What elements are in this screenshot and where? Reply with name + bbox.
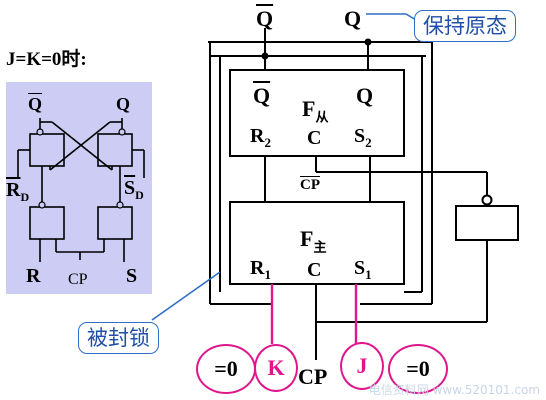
inset-sd: SD: [124, 177, 144, 202]
inset-inverter-bubbles: [36, 128, 126, 209]
slave-name: F从: [302, 96, 329, 126]
oval-eq0-left: =0: [196, 344, 256, 394]
inset-rd: RD: [6, 179, 30, 204]
inset-gate-bottom-right: [97, 206, 133, 240]
inset-s: S: [126, 265, 138, 287]
condition-label: J=K=0时:: [6, 49, 87, 70]
inset-background: [6, 82, 152, 294]
slave-q-bar: Q: [253, 83, 271, 108]
callout-hold-state: 保持原态: [414, 10, 516, 43]
slave-q: Q: [356, 83, 374, 108]
watermark: 电信资料网 www.520101.com: [368, 383, 540, 397]
junction-dot-qbar: [261, 52, 269, 60]
master-r1: R1: [250, 257, 271, 282]
slave-c: C: [307, 127, 322, 149]
slave-s2: S2: [354, 125, 372, 150]
oval-j: J: [340, 342, 384, 390]
inset-gates: [17, 118, 145, 262]
junction-dot-q: [364, 38, 372, 46]
callout-locked: 被封锁: [78, 322, 159, 355]
cp-bar-label: CP: [300, 177, 320, 193]
slave-r2: R2: [250, 125, 271, 150]
inverter-box: [455, 205, 519, 241]
top-q-bar: Q: [256, 6, 274, 31]
inset-r: R: [26, 265, 41, 287]
jk-input-lines: [270, 284, 358, 344]
oval-k: K: [254, 344, 298, 392]
master-s1: S1: [354, 257, 372, 282]
callout-pointers: [151, 13, 417, 321]
main-wiring: [208, 28, 519, 360]
bottom-cp: CP: [298, 364, 328, 389]
inset-q-bar: Q: [28, 94, 43, 114]
oval-eq0-right: =0: [388, 344, 448, 394]
inverter-bubble: [481, 194, 493, 206]
inset-gate-bottom-left: [29, 206, 65, 240]
master-c: C: [307, 259, 322, 281]
master-name: F主: [300, 226, 327, 256]
inset-cp: CP: [68, 271, 88, 288]
inset-q: Q: [116, 94, 131, 114]
top-q: Q: [344, 6, 362, 31]
